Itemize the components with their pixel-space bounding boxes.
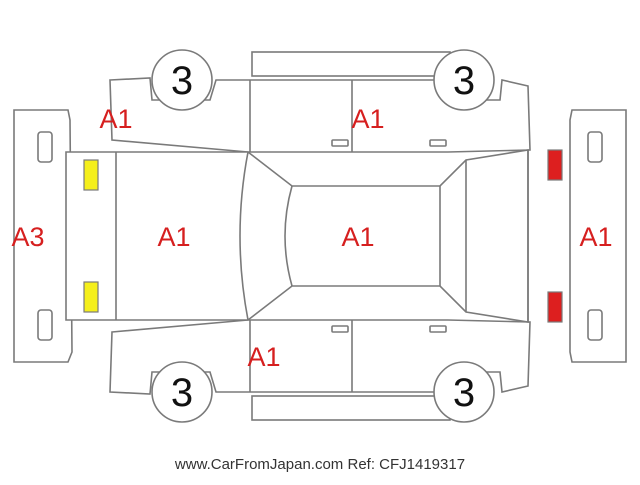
tire-rear-right-grade: 3 — [453, 371, 475, 415]
tail-lamp-top — [547, 149, 563, 181]
tail-lamp-bottom — [547, 291, 563, 323]
tire-rear-left: 3 — [433, 49, 495, 111]
front-bumper — [13, 109, 73, 363]
damage-label-roof: A1 — [341, 222, 374, 252]
front-fog-lamp-top — [83, 159, 99, 191]
footer-ref: Ref: CFJ1419317 — [347, 456, 466, 473]
tire-front-left-grade: 3 — [171, 59, 193, 103]
roof-rail-bottom — [251, 395, 451, 421]
damage-label-front-bumper: A3 — [11, 222, 44, 252]
footer-watermark: www.CarFromJapan.com Ref: CFJ1419317 — [0, 456, 640, 473]
tire-front-left: 3 — [151, 49, 213, 111]
rear-bumper — [569, 109, 627, 363]
damage-label-hood: A1 — [157, 222, 190, 252]
tire-front-right: 3 — [151, 361, 213, 423]
side-body-top — [109, 77, 531, 153]
roof-rail-top — [251, 51, 451, 77]
damage-label-right-front-door: A1 — [351, 104, 384, 134]
damage-label-rear-bumper: A1 — [579, 222, 612, 252]
tire-rear-left-grade: 3 — [453, 59, 475, 103]
tire-rear-right: 3 — [433, 361, 495, 423]
damage-label-left-rocker: A1 — [247, 342, 280, 372]
damage-label-left-front-fender: A1 — [99, 104, 132, 134]
tire-front-right-grade: 3 — [171, 371, 193, 415]
front-fog-lamp-bottom — [83, 281, 99, 313]
top-view-body — [65, 149, 529, 323]
footer-site: www.CarFromJapan.com — [174, 456, 344, 473]
